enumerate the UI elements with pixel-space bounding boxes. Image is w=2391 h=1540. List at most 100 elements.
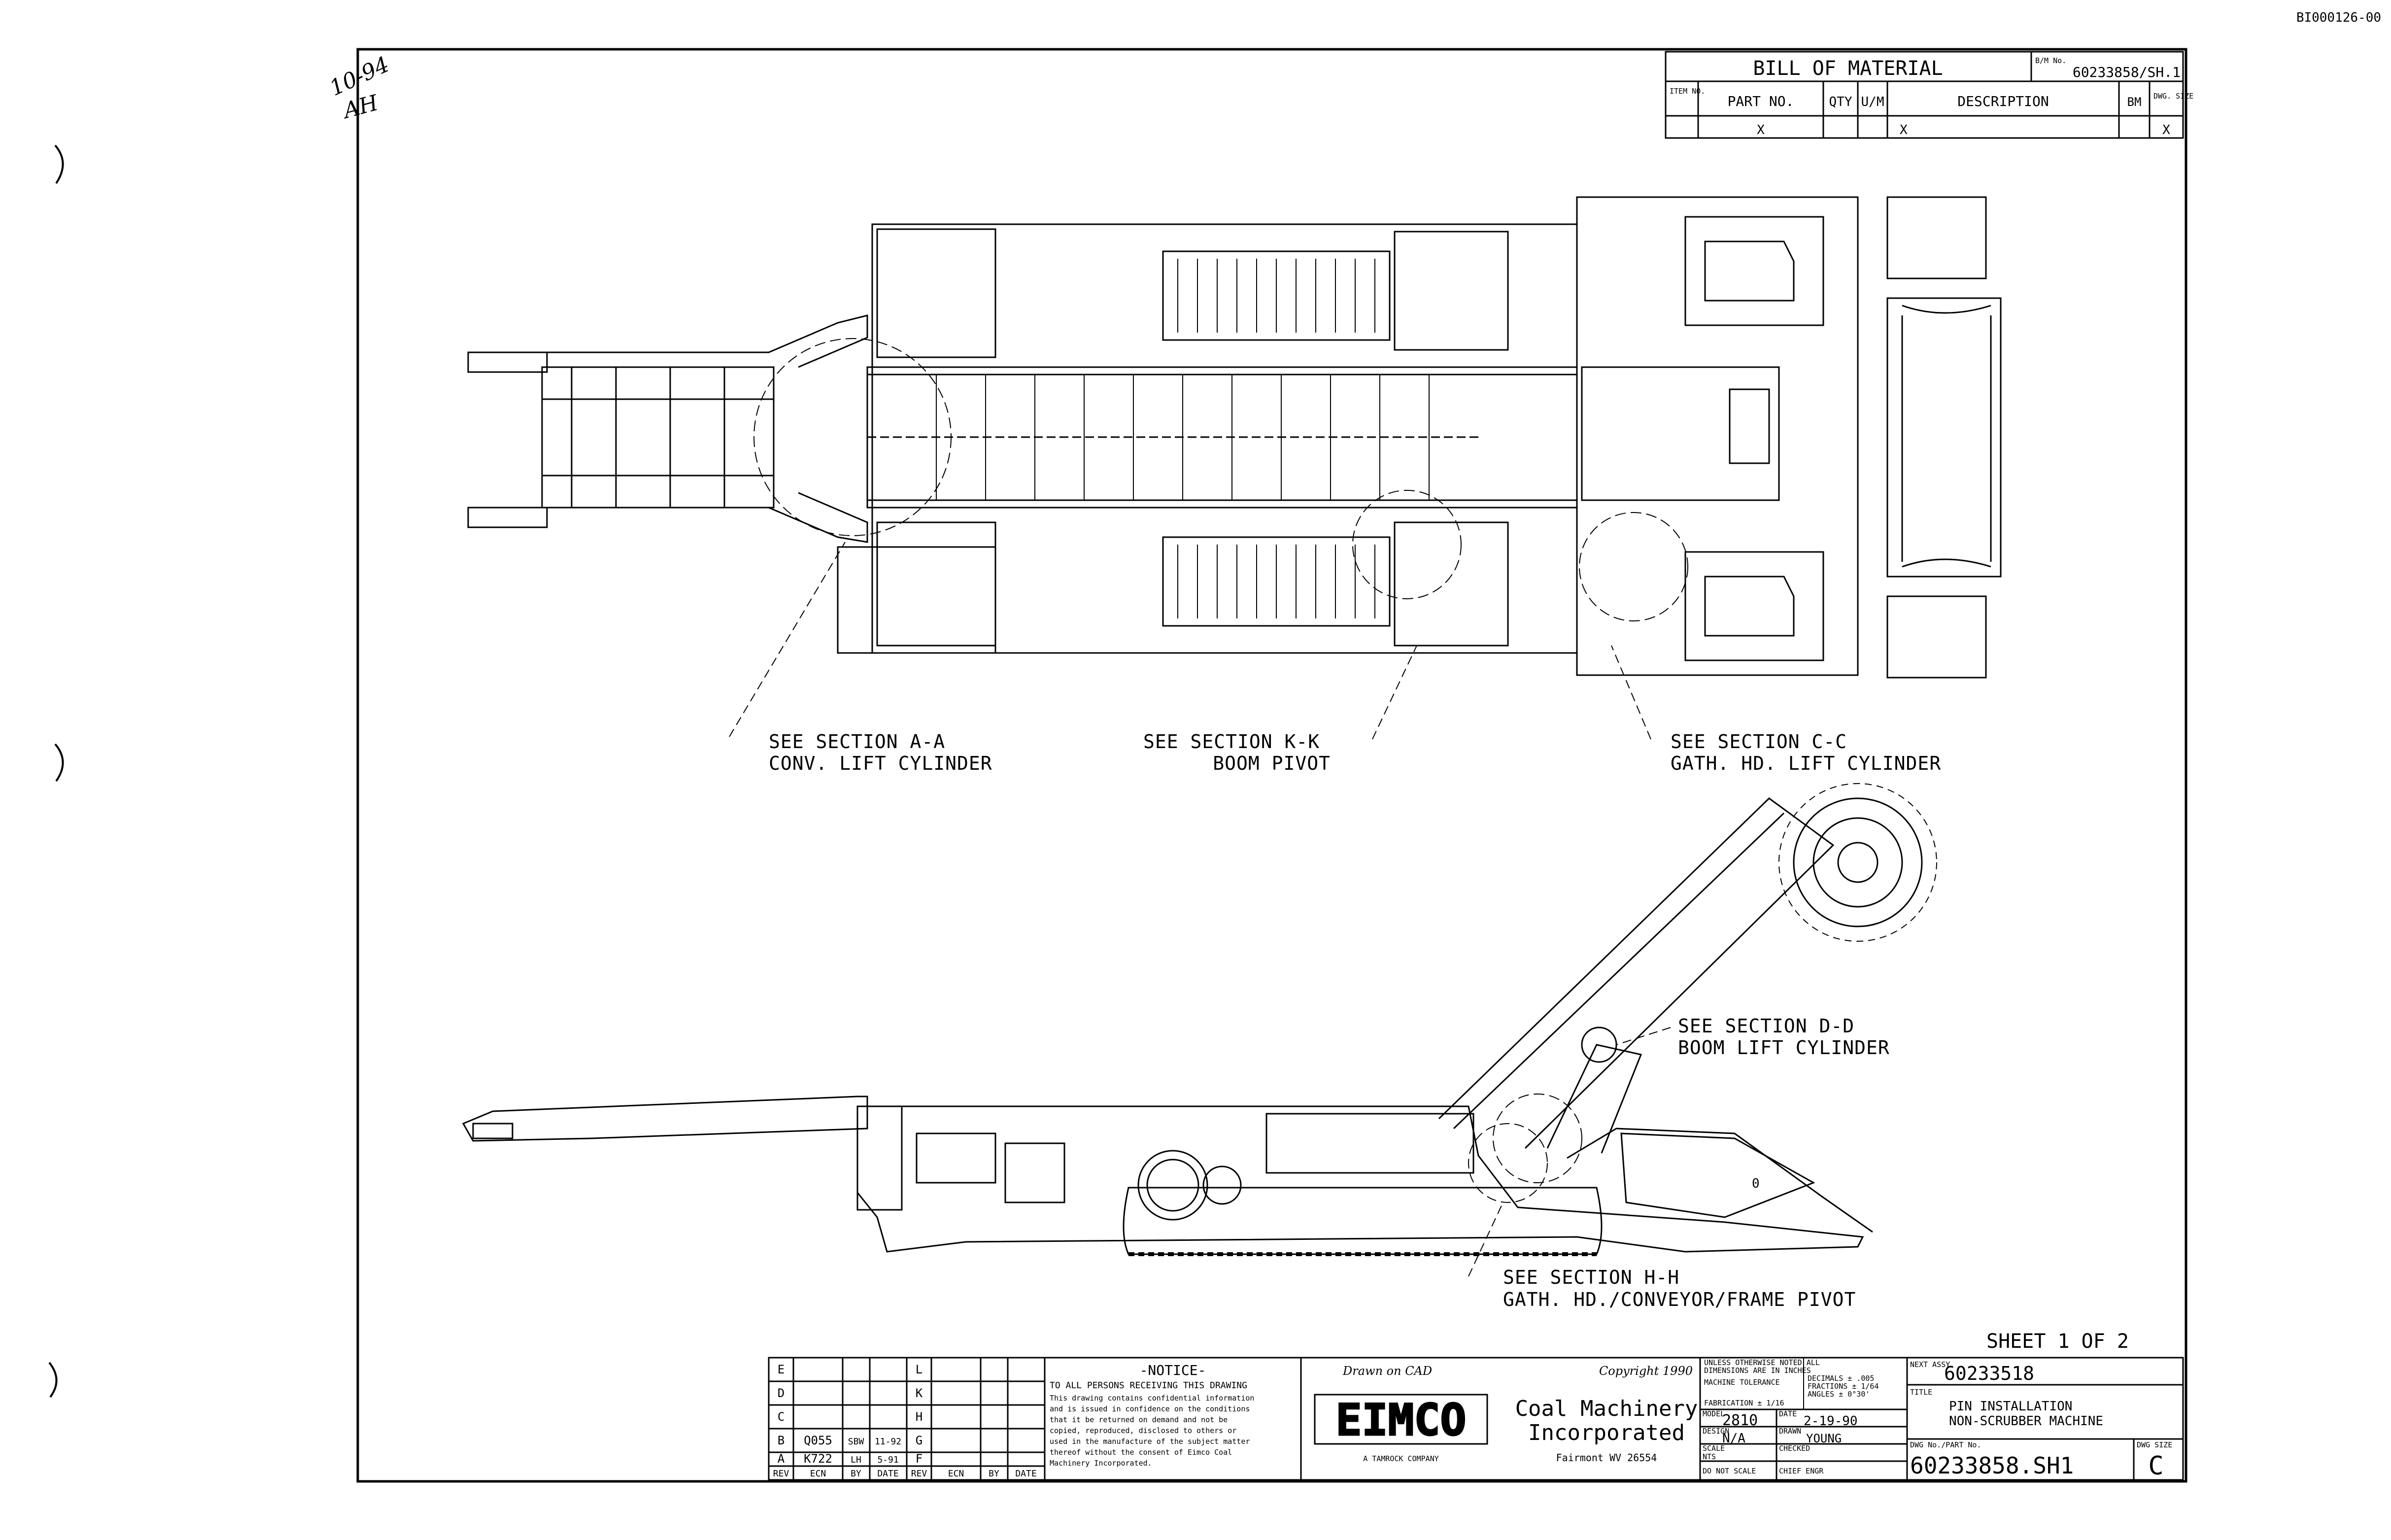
revision-block: [768, 1357, 1046, 1481]
notice-block: -NOTICE- TO ALL PERSONS RECEIVING THIS D…: [1044, 1357, 1302, 1481]
rev-row-4-by: SBW: [848, 1437, 864, 1447]
callout-section-k: SEE SECTION K-K BOOM PIVOT: [1143, 731, 1331, 774]
model-label: MODEL: [1703, 1409, 1725, 1418]
eimco-logo: EIMCO: [1314, 1394, 1488, 1446]
callout-section-c: SEE SECTION C-C GATH. HD. LIFT CYLINDER: [1671, 731, 1941, 774]
model-value: 2810: [1722, 1412, 1758, 1429]
rev-header-rev: REV: [773, 1469, 789, 1479]
bom-header-dwg-size: DWG. SIZE: [2153, 92, 2193, 101]
callout-section-h-line2: GATH. HD./CONVEYOR/FRAME PIVOT: [1503, 1289, 1856, 1310]
scale-value: NTS: [1703, 1452, 1716, 1461]
bom-header-description: DESCRIPTION: [1957, 93, 2049, 109]
company-name-line1: Coal Machinery: [1515, 1396, 1698, 1421]
design-label: DESIGN: [1703, 1427, 1729, 1436]
bom-row-size-mark: X: [2162, 123, 2170, 137]
rev-row-5-ecn: K722: [804, 1452, 832, 1466]
rev-row-3-rev2: H: [916, 1410, 922, 1424]
next-assembly-label: NEXT ASSY.: [1910, 1360, 1954, 1369]
drawing-title-line2: NON-SCRUBBER MACHINE: [1949, 1414, 2103, 1429]
side-elevation: [462, 783, 1937, 1256]
bom-header-bm: BM: [2127, 95, 2142, 109]
rev-row-1-rev: E: [778, 1363, 785, 1376]
bom-header-part: PART NO.: [1728, 93, 1794, 109]
rev-row-5-by: LH: [851, 1455, 861, 1465]
date-value: 2-19-90: [1804, 1414, 1858, 1429]
tolerance-line-3: MACHINE TOLERANCE: [1704, 1378, 1780, 1387]
rev-header-rev2: REV: [911, 1469, 927, 1479]
rev-row-5-date: 5-91: [877, 1455, 898, 1465]
tolerance-line-7: FABRICATION ± 1/16: [1704, 1399, 1784, 1407]
margin-note: 10-94 AH: [326, 52, 393, 124]
plan-view: [467, 196, 2002, 679]
callout-section-h: SEE SECTION H-H GATH. HD./CONVEYOR/FRAME…: [1503, 1266, 1856, 1310]
title-label: TITLE: [1910, 1388, 1932, 1397]
title-block: NEXT ASSY. 60233518 TITLE PIN INSTALLATI…: [1906, 1357, 2184, 1481]
notice-line-2: This drawing contains confidential infor…: [1050, 1394, 1254, 1403]
tolerance-line-1: UNLESS OTHERWISE NOTED ALL: [1704, 1358, 1820, 1367]
drawn-label: DRAWN: [1779, 1427, 1801, 1436]
scale-label: SCALE: [1703, 1444, 1725, 1453]
bom-number: 60233858/SH.1: [2073, 64, 2181, 80]
notice-title: -NOTICE-: [1140, 1362, 1206, 1378]
tolerance-line-5: FRACTIONS ± 1/64: [1808, 1382, 1879, 1391]
side-view-mark: 0: [1752, 1176, 1760, 1191]
cad-note: Drawn on CAD: [1342, 1364, 1432, 1378]
next-assembly-value: 60233518: [1944, 1363, 2034, 1384]
callout-section-k-line2: BOOM PIVOT: [1213, 753, 1331, 774]
tolerance-block: UNLESS OTHERWISE NOTED ALL DIMENSIONS AR…: [1699, 1357, 1908, 1481]
rev-row-4-date: 11-92: [875, 1437, 901, 1447]
callout-section-a-line2: CONV. LIFT CYLINDER: [769, 753, 992, 774]
notice-line-5: copied, reproduced, disclosed to others …: [1050, 1426, 1236, 1435]
notice-line-1: TO ALL PERSONS RECEIVING THIS DRAWING: [1050, 1380, 1247, 1391]
rev-row-5-rev: A: [778, 1452, 785, 1466]
rev-row-4-rev: B: [778, 1434, 785, 1447]
side-view-leaders: [1468, 1027, 1671, 1277]
drawing-border: [356, 48, 2187, 1483]
callout-section-a: SEE SECTION A-A CONV. LIFT CYLINDER: [769, 731, 992, 774]
bom-title: BILL OF MATERIAL: [1753, 57, 1943, 80]
rev-header-by: BY: [851, 1469, 861, 1479]
bom-header-um: U/M: [1861, 95, 1884, 109]
rev-row-4-ecn: Q055: [804, 1434, 832, 1447]
bom-header-qty: QTY: [1829, 95, 1852, 109]
callout-section-c-line1: SEE SECTION C-C: [1671, 731, 1847, 753]
rev-row-4-rev2: G: [916, 1434, 922, 1447]
chief-engineer-label: CHIEF ENGR: [1779, 1467, 1824, 1475]
revision-rows: E L D K C H B Q055 SBW 11-92 G A K722 LH…: [778, 1363, 923, 1466]
callout-section-d: SEE SECTION D-D BOOM LIFT CYLINDER: [1678, 1015, 1890, 1059]
rev-header-date: DATE: [877, 1469, 898, 1479]
callout-section-d-line1: SEE SECTION D-D: [1678, 1015, 1854, 1037]
drawn-value: YOUNG: [1806, 1432, 1842, 1445]
rev-row-3-rev: C: [778, 1410, 785, 1424]
checked-label: CHECKED: [1779, 1444, 1810, 1453]
margin-note-date: 10-94: [326, 52, 393, 101]
rev-row-2-rev: D: [778, 1386, 785, 1400]
callout-section-d-line2: BOOM LIFT CYLINDER: [1678, 1037, 1890, 1059]
notice-line-7: thereof without the consent of Eimco Coa…: [1050, 1448, 1232, 1457]
date-label: DATE: [1779, 1409, 1797, 1418]
bom-row-part-mark: X: [1757, 123, 1765, 137]
bill-of-material: [1665, 51, 2184, 139]
binding-marks: [48, 144, 64, 1398]
document-id: BI000126-00: [2296, 10, 2381, 25]
notice-line-6: used in the manufacture of the subject m…: [1050, 1437, 1250, 1446]
rev-row-5-rev2: F: [916, 1452, 922, 1466]
rev-header-date2: DATE: [1015, 1469, 1036, 1479]
plan-view-leaders: [729, 542, 1651, 740]
parent-company: A TAMROCK COMPANY: [1363, 1454, 1439, 1463]
rev-row-1-rev2: L: [916, 1363, 922, 1376]
bom-row-description-mark: X: [1900, 123, 1908, 137]
bom-number-label: B/M No.: [2035, 56, 2066, 65]
company-address: Fairmont WV 26554: [1556, 1452, 1657, 1464]
tolerance-line-4: DECIMALS ± .005: [1808, 1374, 1874, 1383]
drawing-size: C: [2148, 1451, 2163, 1481]
drawing-size-label: DWG SIZE: [2137, 1440, 2172, 1449]
callout-section-h-line1: SEE SECTION H-H: [1503, 1266, 1679, 1288]
tolerance-line-2: DIMENSIONS ARE IN INCHES: [1704, 1366, 1811, 1375]
eimco-logo-text: EIMCO: [1336, 1395, 1467, 1445]
drawing-number: 60233858.SH1: [1910, 1452, 2074, 1479]
rev-header-ecn: ECN: [810, 1469, 826, 1479]
company-block: Drawn on CAD Copyright 1990 EIMCO Coal M…: [1300, 1357, 1701, 1481]
